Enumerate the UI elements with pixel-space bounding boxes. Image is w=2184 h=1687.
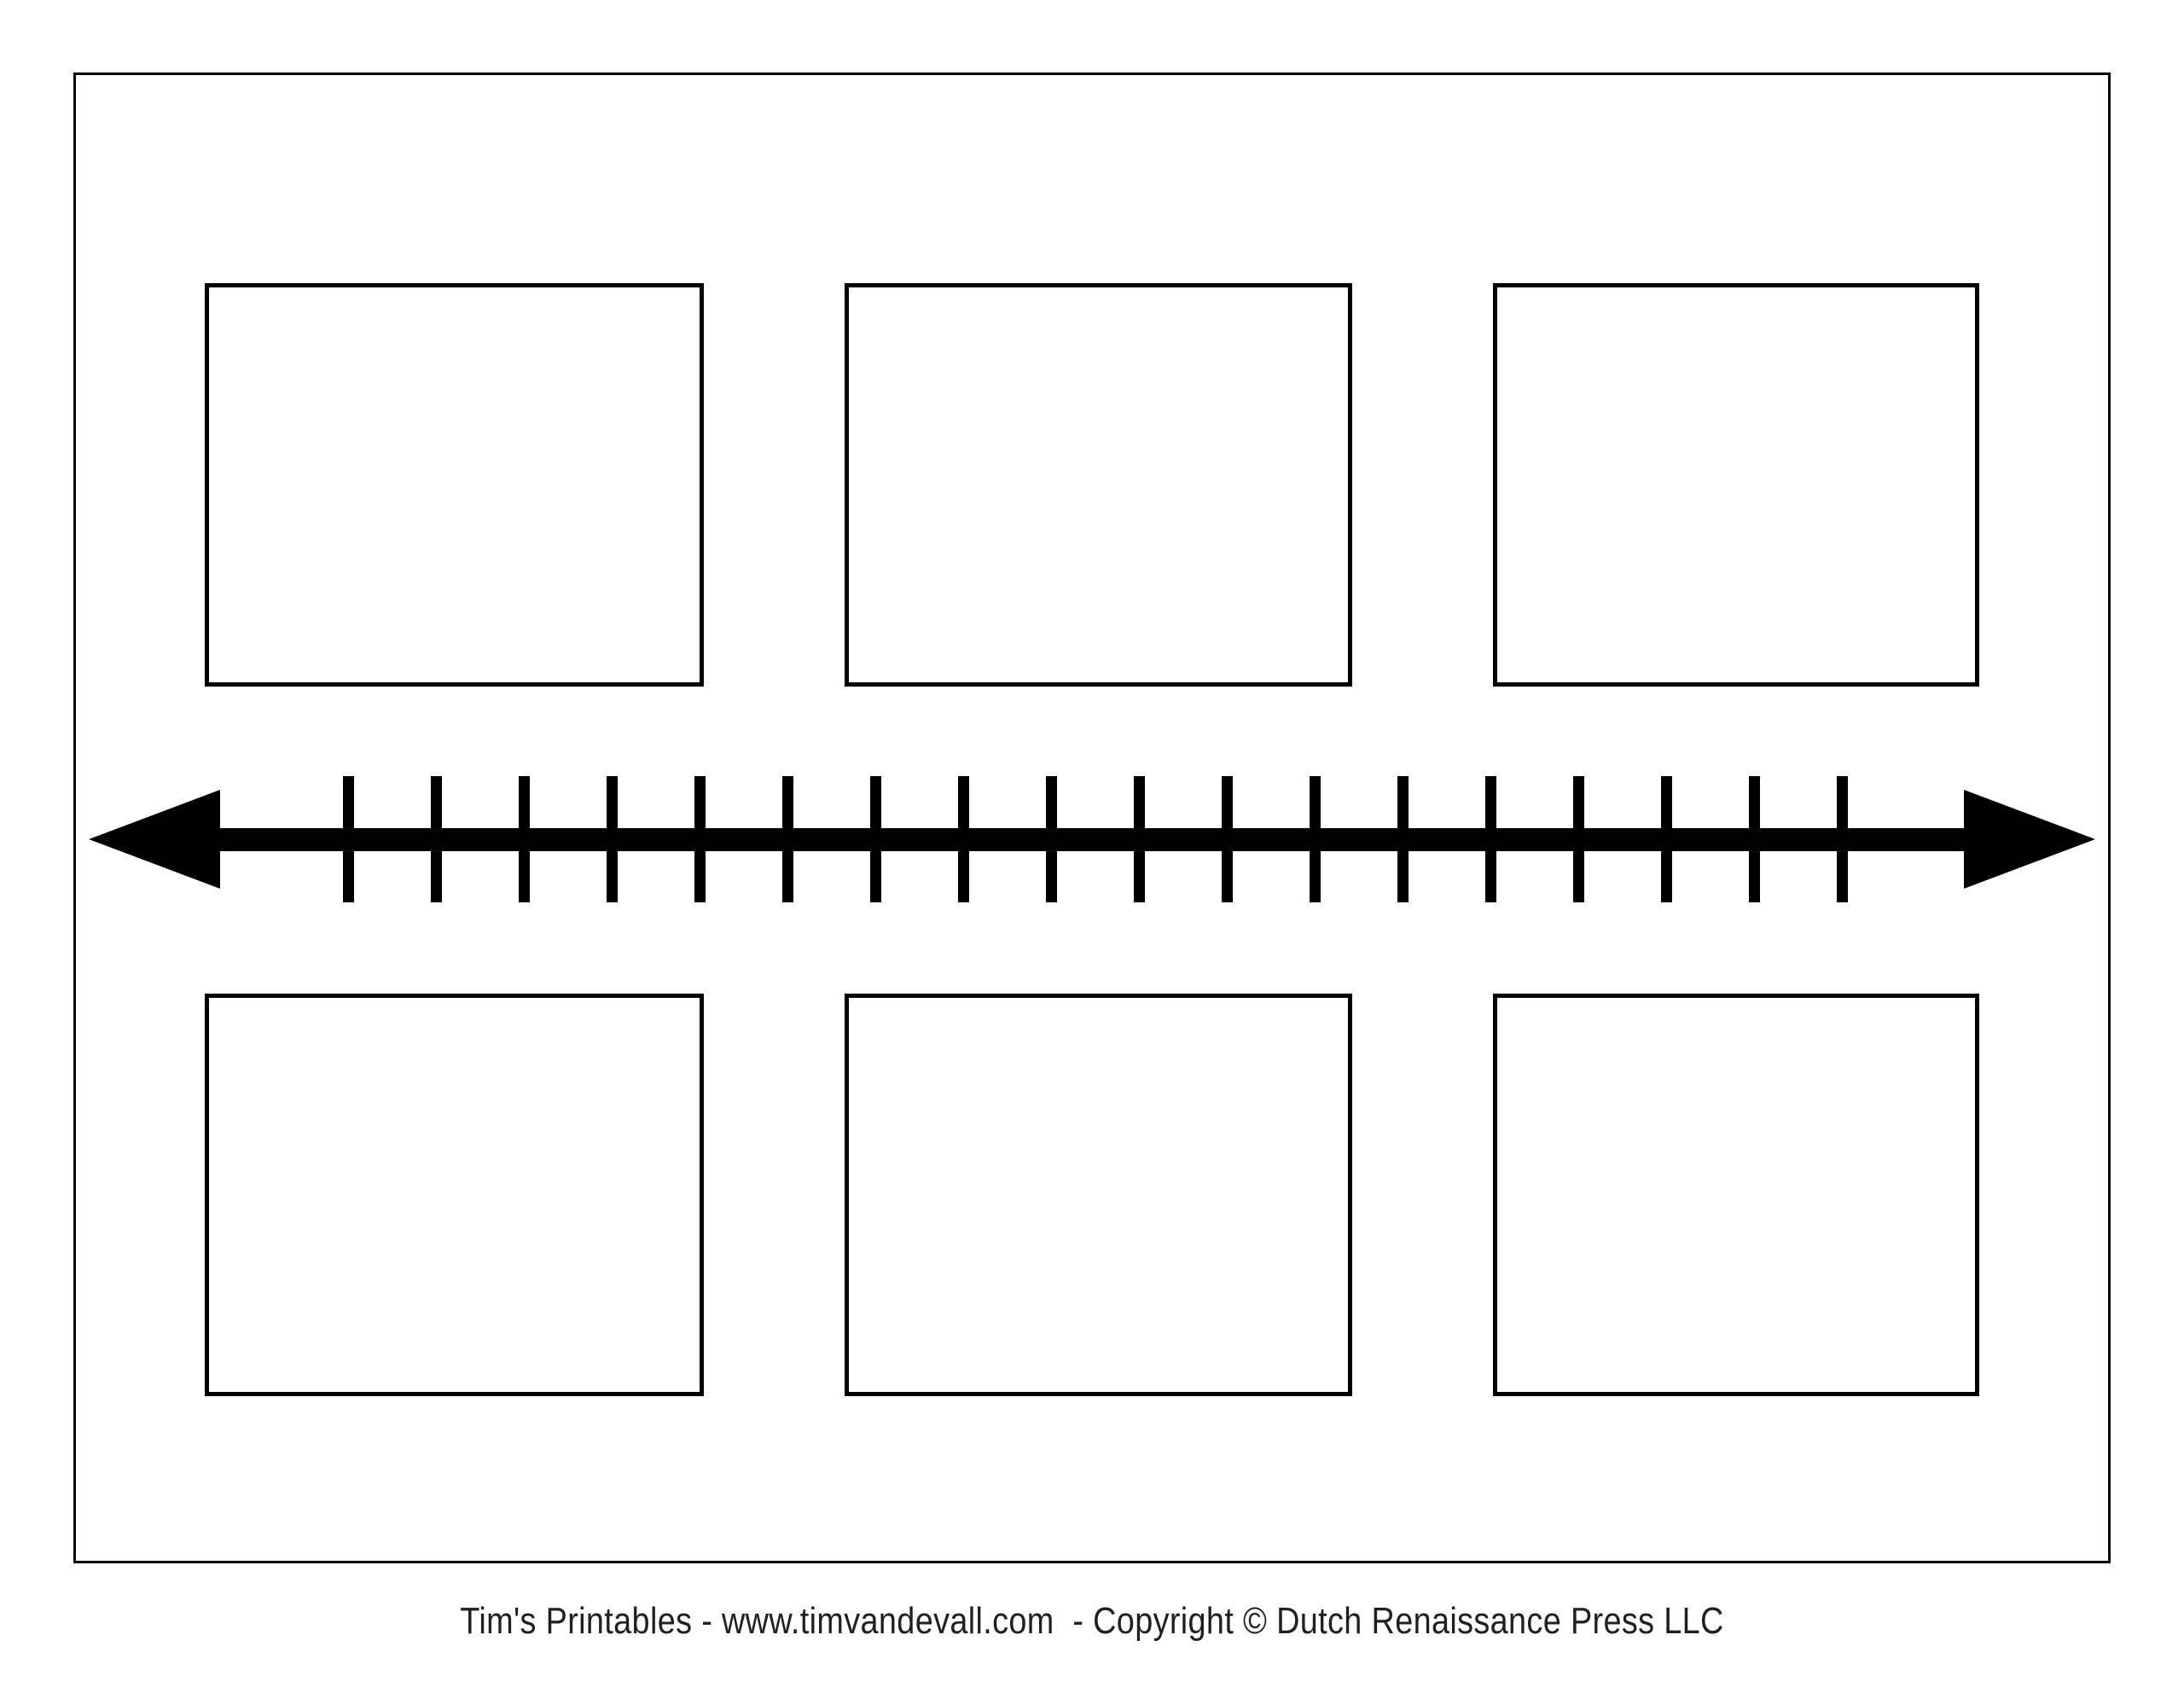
picture-box-bottom-1[interactable] bbox=[205, 994, 704, 1396]
picture-box-bottom-2[interactable] bbox=[845, 994, 1352, 1396]
tick-mark bbox=[1661, 776, 1672, 902]
tick-mark bbox=[519, 776, 530, 902]
picture-box-top-2[interactable] bbox=[845, 283, 1352, 687]
picture-box-bottom-3[interactable] bbox=[1493, 994, 1979, 1396]
tick-mark bbox=[1485, 776, 1496, 902]
arrow-head-left-icon bbox=[89, 790, 220, 889]
tick-mark bbox=[1046, 776, 1057, 902]
tick-mark bbox=[958, 776, 969, 902]
timeline-axis-bar bbox=[210, 828, 1971, 851]
tick-mark bbox=[1397, 776, 1409, 902]
tick-mark bbox=[431, 776, 442, 902]
timeline-number-line[interactable] bbox=[73, 751, 2111, 921]
tick-mark bbox=[1134, 776, 1145, 902]
tick-mark bbox=[694, 776, 706, 902]
tick-mark bbox=[870, 776, 881, 902]
picture-box-top-1[interactable] bbox=[205, 283, 704, 687]
tick-mark bbox=[607, 776, 618, 902]
arrow-head-right-icon bbox=[1964, 790, 2095, 889]
tick-mark bbox=[1749, 776, 1760, 902]
picture-box-top-3[interactable] bbox=[1493, 283, 1979, 687]
tick-mark bbox=[343, 776, 354, 902]
tick-mark bbox=[1837, 776, 1848, 902]
tick-mark bbox=[1573, 776, 1584, 902]
tick-mark bbox=[1310, 776, 1321, 902]
timeline-ticks bbox=[343, 776, 1848, 902]
footer-credit: Tim's Printables - www.timvandevall.com … bbox=[460, 1600, 1724, 1642]
tick-mark bbox=[782, 776, 793, 902]
page-border bbox=[73, 72, 2111, 1563]
tick-mark bbox=[1222, 776, 1233, 902]
